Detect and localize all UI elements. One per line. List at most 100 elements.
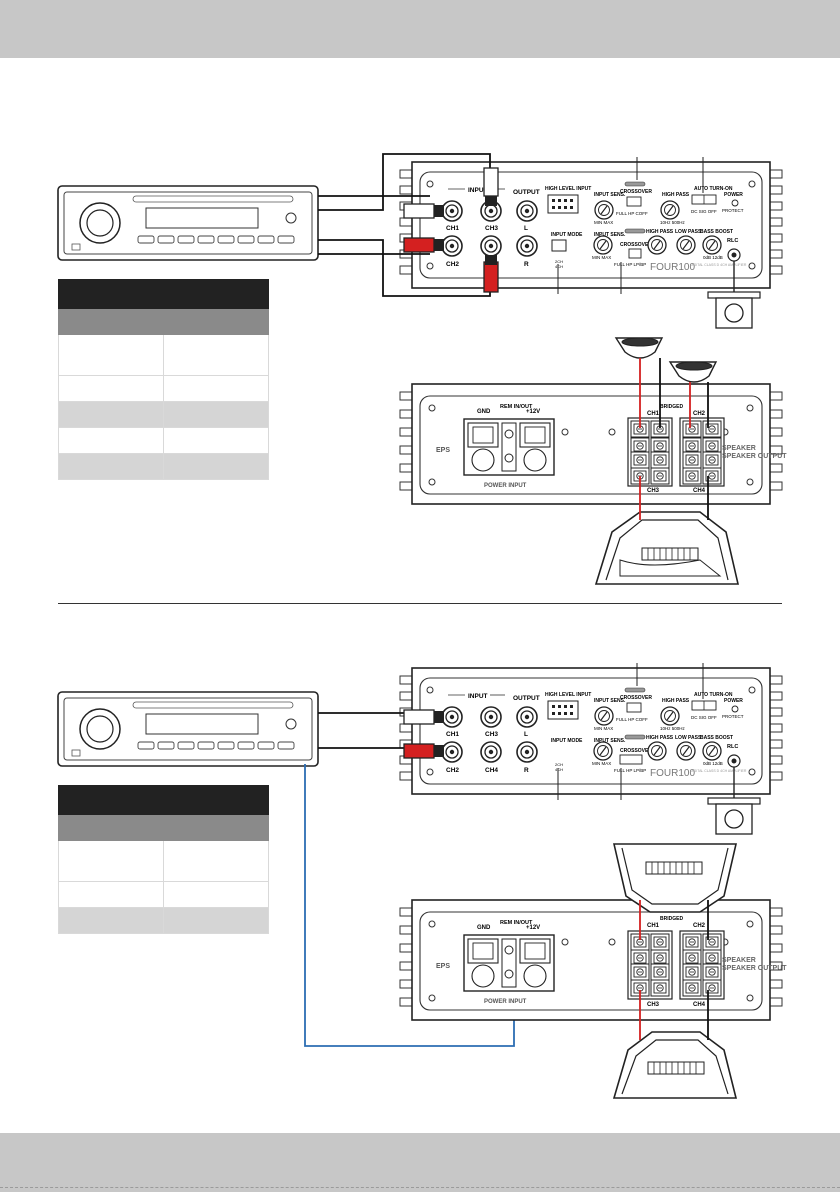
- rca-plugs-2: [403, 709, 444, 759]
- speaker-wires-2: [639, 900, 709, 1040]
- remote-bass-knob-2: [707, 767, 761, 835]
- svg-text:CROSSOVER: CROSSOVER: [620, 695, 652, 701]
- table-header-row: [58, 785, 269, 815]
- svg-text:LOW PASS: LOW PASS: [675, 735, 702, 741]
- svg-text:INPUT SENS.: INPUT SENS.: [594, 698, 626, 704]
- svg-text:MIN MAX: MIN MAX: [594, 726, 613, 731]
- tweeter-speaker-left-1: [614, 337, 664, 359]
- svg-text:INPUT: INPUT: [468, 693, 488, 700]
- svg-text:EPS: EPS: [436, 963, 450, 970]
- svg-text:CH1: CH1: [647, 411, 660, 417]
- svg-text:MIN MAX: MIN MAX: [592, 255, 611, 260]
- head-unit-2: [57, 691, 319, 767]
- svg-text:MIN MAX: MIN MAX: [594, 220, 613, 225]
- svg-text:HIGH PASS: HIGH PASS: [662, 698, 690, 704]
- svg-text:4CH: 4CH: [555, 264, 563, 269]
- svg-text:INPUT SENS.: INPUT SENS.: [594, 232, 626, 238]
- svg-text:FULL HP LP/BP: FULL HP LP/BP: [614, 262, 646, 267]
- svg-text:HIGH PASS: HIGH PASS: [646, 229, 674, 235]
- section-divider: [58, 603, 782, 604]
- svg-text:CH3: CH3: [485, 731, 498, 738]
- svg-text:CH4: CH4: [693, 1002, 706, 1008]
- svg-text:REM IN/OUT: REM IN/OUT: [500, 404, 533, 410]
- svg-text:DIGITAL CLASS D 4CH AMPLIFIER: DIGITAL CLASS D 4CH AMPLIFIER: [690, 263, 747, 267]
- svg-text:GND: GND: [477, 925, 491, 931]
- callout-lines-1: [557, 157, 704, 294]
- svg-text:CH2: CH2: [446, 767, 459, 774]
- svg-text:POWER: POWER: [724, 192, 743, 198]
- table-row: [58, 907, 269, 934]
- svg-text:DC SIG OFF: DC SIG OFF: [691, 209, 717, 214]
- svg-text:R: R: [524, 767, 529, 774]
- svg-text:OUTPUT: OUTPUT: [513, 695, 540, 702]
- svg-text:+12V: +12V: [526, 409, 540, 415]
- svg-text:RLC: RLC: [727, 744, 738, 750]
- svg-text:CH1: CH1: [446, 225, 459, 232]
- svg-text:INPUT MODE: INPUT MODE: [551, 232, 583, 238]
- table-row: [58, 881, 269, 908]
- svg-text:CROSSOVER: CROSSOVER: [620, 242, 652, 248]
- svg-text:10Hz 500Hz: 10Hz 500Hz: [660, 726, 686, 731]
- svg-text:L: L: [524, 225, 528, 232]
- svg-text:BASS BOOST: BASS BOOST: [700, 229, 733, 235]
- table-row: [58, 401, 269, 428]
- svg-text:CH4: CH4: [693, 488, 706, 494]
- svg-text:FOUR100: FOUR100: [650, 262, 695, 273]
- table-row: [58, 334, 269, 376]
- svg-text:POWER INPUT: POWER INPUT: [484, 483, 527, 489]
- svg-text:CH3: CH3: [647, 488, 660, 494]
- svg-text:CROSSOVER: CROSSOVER: [620, 189, 652, 195]
- svg-text:MIN MAX: MIN MAX: [592, 761, 611, 766]
- svg-text:BASS BOOST: BASS BOOST: [700, 735, 733, 741]
- speaker-wires-1: [639, 358, 709, 520]
- svg-text:EPS: EPS: [436, 447, 450, 454]
- svg-text:FULL HP COFF: FULL HP COFF: [616, 211, 648, 216]
- svg-text:+12V: +12V: [526, 925, 540, 931]
- svg-text:FULL HP LP/BP: FULL HP LP/BP: [614, 768, 646, 773]
- svg-text:PROTECT: PROTECT: [722, 714, 744, 719]
- svg-text:REM IN/OUT: REM IN/OUT: [500, 920, 533, 926]
- svg-text:AUTO TURN-ON: AUTO TURN-ON: [694, 186, 733, 192]
- table-row: [58, 453, 269, 480]
- svg-text:DC SIG OFF: DC SIG OFF: [691, 715, 717, 720]
- amplifier-power-panel-2: GND REM IN/OUT +12V POWER INPUT EPS BRID…: [399, 899, 787, 1021]
- callout-lines-2: [557, 663, 704, 800]
- svg-text:LOW PASS: LOW PASS: [675, 229, 702, 235]
- svg-text:INPUT MODE: INPUT MODE: [551, 738, 583, 744]
- svg-text:AUTO TURN-ON: AUTO TURN-ON: [694, 692, 733, 698]
- remote-bass-knob-1: [707, 261, 761, 329]
- svg-text:HIGH PASS: HIGH PASS: [662, 192, 690, 198]
- svg-text:POWER INPUT: POWER INPUT: [484, 999, 527, 1005]
- svg-text:RLC: RLC: [727, 238, 738, 244]
- svg-text:CH3: CH3: [485, 225, 498, 232]
- svg-text:SPEAKER OUTPUT: SPEAKER OUTPUT: [722, 453, 787, 460]
- svg-text:2CH: 2CH: [555, 259, 563, 264]
- svg-text:INPUT SENS.: INPUT SENS.: [594, 192, 626, 198]
- svg-text:BRIDGED: BRIDGED: [660, 404, 683, 410]
- subwoofer-speaker-1: [594, 511, 740, 585]
- tweeter-speaker-right-1: [668, 361, 718, 383]
- table-row: [58, 840, 269, 882]
- perforation-line: [0, 1187, 840, 1188]
- top-header-band: [0, 0, 840, 58]
- svg-text:SPEAKER: SPEAKER: [722, 445, 756, 452]
- svg-text:L: L: [524, 731, 528, 738]
- table-subheader-row: [58, 308, 269, 335]
- svg-text:CH3: CH3: [647, 1002, 660, 1008]
- wiring-table-2: [58, 785, 269, 934]
- wiring-table-1: [58, 279, 269, 480]
- svg-text:CH2: CH2: [446, 261, 459, 268]
- svg-text:FULL HP COFF: FULL HP COFF: [616, 717, 648, 722]
- svg-text:HIGH PASS: HIGH PASS: [646, 735, 674, 741]
- svg-text:INPUT SENS.: INPUT SENS.: [594, 738, 626, 744]
- svg-text:CH1: CH1: [647, 923, 660, 929]
- svg-text:FOUR100: FOUR100: [650, 768, 695, 779]
- svg-text:CH2: CH2: [693, 923, 706, 929]
- svg-text:HIGH LEVEL INPUT: HIGH LEVEL INPUT: [545, 692, 591, 698]
- amplifier-signal-panel-2: INPUT CH1 CH3 CH2 CH4 OUTPUT L R HIGH LE…: [399, 667, 783, 795]
- svg-text:R: R: [524, 261, 529, 268]
- table-header-row: [58, 279, 269, 309]
- rca-plugs-1: [403, 167, 499, 293]
- svg-text:PROTECT: PROTECT: [722, 208, 744, 213]
